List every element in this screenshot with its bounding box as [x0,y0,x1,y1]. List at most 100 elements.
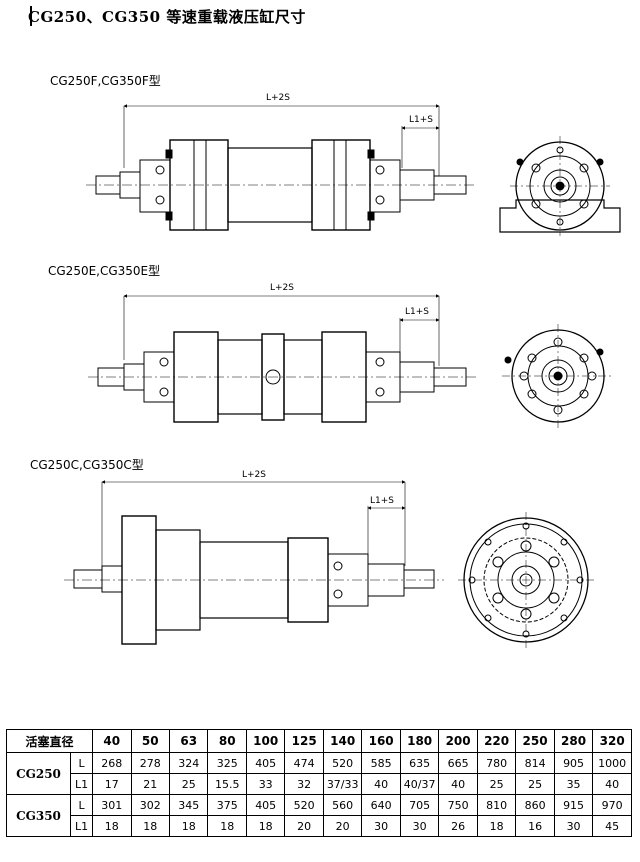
param-name: L [69,752,94,774]
table-cell: 18 [168,815,209,837]
header-diameter: 160 [361,729,401,753]
table-row: L1 18 18 18 18 18 20 20 30 30 26 18 16 3… [7,815,632,837]
table-cell: 25 [476,773,517,795]
drawing-e-side-view [88,294,476,423]
drawing-f-end-view [499,136,621,236]
table-cell: 520 [284,794,324,816]
header-diameter: 140 [322,729,363,753]
table-cell: 25 [168,773,209,795]
table-cell: 302 [130,794,170,816]
dim-stroke-f: L1+S [409,115,433,125]
table-cell: 30 [361,815,401,837]
table-row: CG350 L 301 302 345 375 405 520 560 640 … [6,794,632,837]
table-cell: 20 [322,815,363,837]
table-cell: 30 [399,815,440,837]
header-diameter: 220 [476,729,517,753]
table-cell: 25 [515,773,555,795]
table-cell: 780 [476,752,517,774]
table-cell: 814 [515,752,555,774]
drawing-e-end-view [502,324,614,428]
dim-total-e: L+2S [270,283,294,293]
table-cell: 33 [245,773,286,795]
param-name: L1 [69,773,94,795]
table-cell: 585 [361,752,401,774]
table-cell: 750 [438,794,478,816]
drawing-label-c: CG250C,CG350C型 [30,458,144,472]
drawing-c-end-view [458,512,594,648]
table-cell: 375 [207,794,247,816]
header-diameter: 100 [245,729,286,753]
drawing-c-side-view [64,480,444,645]
table-cell: 20 [284,815,324,837]
cylinder-drawings [64,104,621,648]
table-cell: 30 [553,815,594,837]
header-diameter: 40 [92,729,132,753]
table-cell: 32 [284,773,324,795]
table-cell: 520 [322,752,363,774]
table-cell: 665 [438,752,478,774]
table-cell: 560 [322,794,363,816]
table-cell: 35 [553,773,594,795]
header-diameter: 63 [168,729,209,753]
table-cell: 301 [92,794,132,816]
table-cell: 37/33 [322,773,363,795]
table-cell: 40/37 [399,773,440,795]
table-cell: 18 [245,815,286,837]
table-cell: 18 [476,815,517,837]
title-bar [30,6,32,26]
table-cell: 915 [553,794,594,816]
dim-total-f: L+2S [266,93,290,103]
table-cell: 405 [245,752,286,774]
table-header-row: 活塞直径 40 50 63 80 100 125 140 160 180 200… [5,729,632,753]
header-diameter: 250 [515,729,555,753]
table-cell: 40 [438,773,478,795]
header-diameter: 180 [399,729,440,753]
table-cell: 26 [438,815,478,837]
dim-stroke-c: L1+S [370,496,394,506]
header-diameter: 320 [592,729,632,753]
table-cell: 15.5 [207,773,247,795]
dim-total-c: L+2S [242,470,266,480]
header-diameter: 80 [207,729,247,753]
table-cell: 325 [207,752,247,774]
table-cell: 40 [592,773,632,795]
table-cell: 705 [399,794,440,816]
table-cell: 405 [245,794,286,816]
table-cell: 810 [476,794,517,816]
header-diameter: 280 [553,729,594,753]
table-cell: 16 [515,815,555,837]
table-cell: 324 [168,752,209,774]
dimension-table: 活塞直径 40 50 63 80 100 125 140 160 180 200… [5,729,632,837]
table-cell: 40 [361,773,401,795]
model-name: CG350 [6,794,71,837]
header-diameter: 200 [438,729,478,753]
page-title: CG250、CG350 等速重载液压缸尺寸 [28,8,306,26]
table-row: CG250 L 268 278 324 325 405 474 520 585 … [6,752,632,795]
table-row: L1 17 21 25 15.5 33 32 37/33 40 40/37 40… [7,773,632,795]
table-cell: 1000 [592,752,632,774]
table-cell: 345 [168,794,209,816]
header-label: 活塞直径 [5,729,94,753]
drawing-f-side-view [86,104,476,231]
model-name: CG250 [6,752,71,795]
table-cell: 905 [553,752,594,774]
param-name: L [69,794,94,816]
table-cell: 18 [207,815,247,837]
table-cell: 21 [130,773,170,795]
table-cell: 18 [92,815,132,837]
table-cell: 640 [361,794,401,816]
table-cell: 45 [592,815,632,837]
table-cell: 18 [130,815,170,837]
header-diameter: 125 [284,729,324,753]
drawing-label-f: CG250F,CG350F型 [50,74,161,88]
table-cell: 474 [284,752,324,774]
drawing-label-e: CG250E,CG350E型 [48,264,161,278]
table-cell: 635 [399,752,440,774]
table-cell: 17 [92,773,132,795]
header-diameter: 50 [130,729,170,753]
param-name: L1 [69,815,94,837]
table-cell: 278 [130,752,170,774]
table-cell: 268 [92,752,132,774]
table-cell: 860 [515,794,555,816]
dim-stroke-e: L1+S [405,307,429,317]
